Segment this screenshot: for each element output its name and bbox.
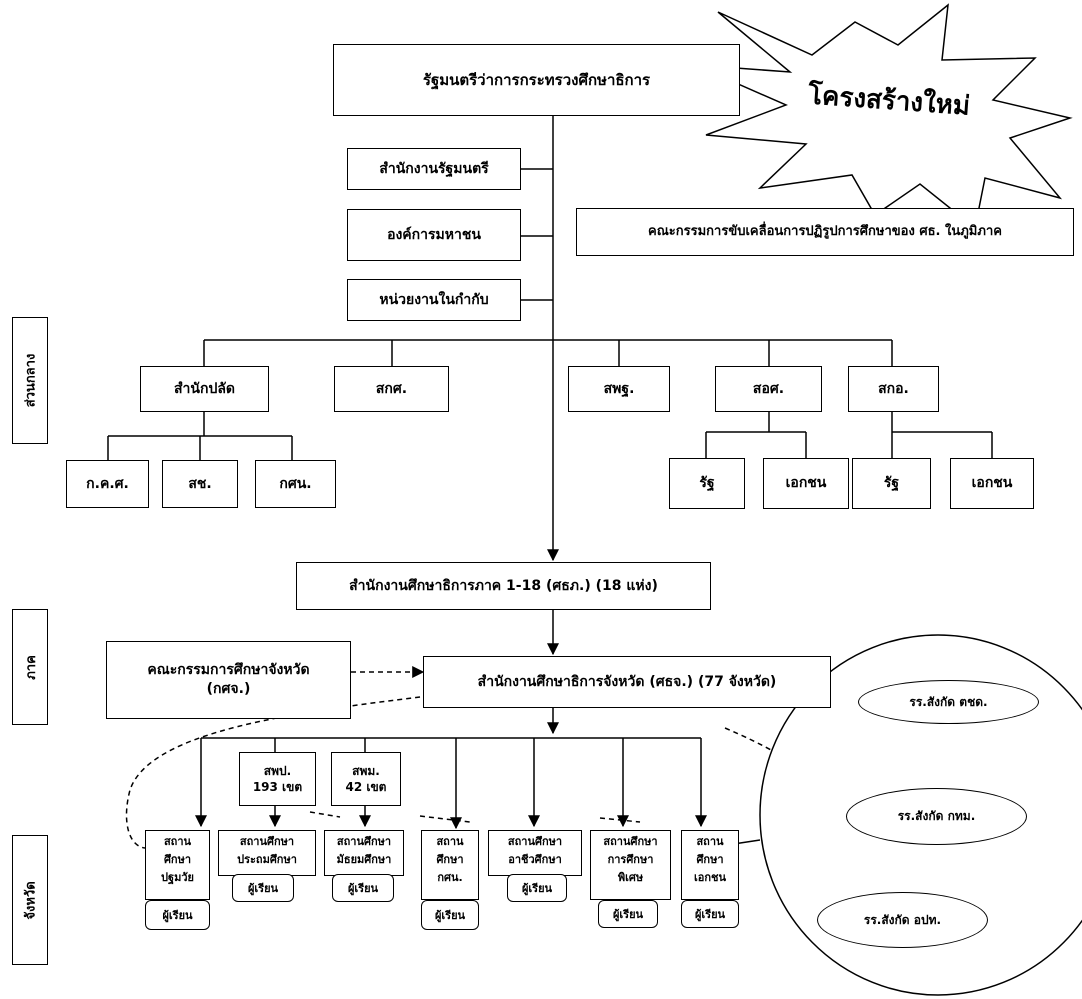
other-school-bma: รร.สังกัด กทม.: [846, 788, 1027, 845]
ovec-child-private: เอกชน: [763, 458, 849, 509]
ohec-child-private: เอกชน: [950, 458, 1034, 509]
side-label-region: ภาค: [12, 609, 48, 725]
institution-vocational: สถานศึกษา อาชีวศึกษา: [488, 830, 582, 876]
learner-badge: ผู้เรียน: [332, 874, 394, 902]
regional-office-box: สำนักงานศึกษาธิการภาค 1-18 (ศธภ.) (18 แห…: [296, 562, 711, 610]
ovec-child-public: รัฐ: [669, 458, 745, 509]
onec-box: สกศ.: [334, 366, 449, 412]
ohec-box: สกอ.: [848, 366, 939, 412]
public-org-box: องค์การมหาชน: [347, 209, 521, 261]
learner-badge: ผู้เรียน: [421, 900, 479, 930]
learner-badge: ผู้เรียน: [507, 874, 567, 902]
regional-committee-box: คณะกรรมการขับเคลื่อนการปฏิรูปการศึกษาของ…: [576, 208, 1074, 256]
starburst-shape: [694, 3, 1073, 230]
ohec-child-public: รัฐ: [852, 458, 931, 509]
institution-early-childhood: สถาน ศึกษา ปฐมวัย: [145, 830, 210, 900]
learner-badge: ผู้เรียน: [145, 900, 210, 930]
side-label-province: จังหวัด: [12, 835, 48, 965]
provincial-office-box: สำนักงานศึกษาธิการจังหวัด (ศธจ.) (77 จัง…: [423, 656, 831, 708]
institution-primary: สถานศึกษา ประถมศึกษา: [218, 830, 316, 876]
minister-box: รัฐมนตรีว่าการกระทรวงศึกษาธิการ: [333, 44, 740, 116]
primary-area-office: สพป. 193 เขต: [239, 752, 316, 806]
ovec-box: สอศ.: [715, 366, 822, 412]
obec-box: สพฐ.: [568, 366, 670, 412]
other-school-lao: รร.สังกัด อปท.: [817, 892, 988, 948]
ops-child-ocsc: ก.ค.ศ.: [66, 460, 149, 508]
learner-badge: ผู้เรียน: [598, 900, 658, 928]
side-label-central: ส่วนกลาง: [12, 317, 48, 444]
minister-office-box: สำนักงานรัฐมนตรี: [347, 148, 521, 190]
other-school-bpp: รร.สังกัด ตชด.: [858, 680, 1039, 724]
provincial-committee-box: คณะกรรมการศึกษาจังหวัด (กศจ.): [106, 641, 351, 719]
institution-secondary: สถานศึกษา มัธยมศึกษา: [324, 830, 404, 876]
learner-badge: ผู้เรียน: [232, 874, 294, 902]
institution-special: สถานศึกษา การศึกษา พิเศษ: [590, 830, 671, 900]
ops-box: สำนักปลัด: [140, 366, 269, 412]
ops-child-nfe: กศน.: [255, 460, 336, 508]
supervised-units-box: หน่วยงานในกำกับ: [347, 279, 521, 321]
institution-private: สถาน ศึกษา เอกชน: [681, 830, 739, 900]
learner-badge: ผู้เรียน: [681, 900, 739, 928]
secondary-area-office: สพม. 42 เขต: [331, 752, 401, 806]
institution-nonformal: สถาน ศึกษา กศน.: [421, 830, 479, 900]
ops-child-opec: สช.: [162, 460, 238, 508]
